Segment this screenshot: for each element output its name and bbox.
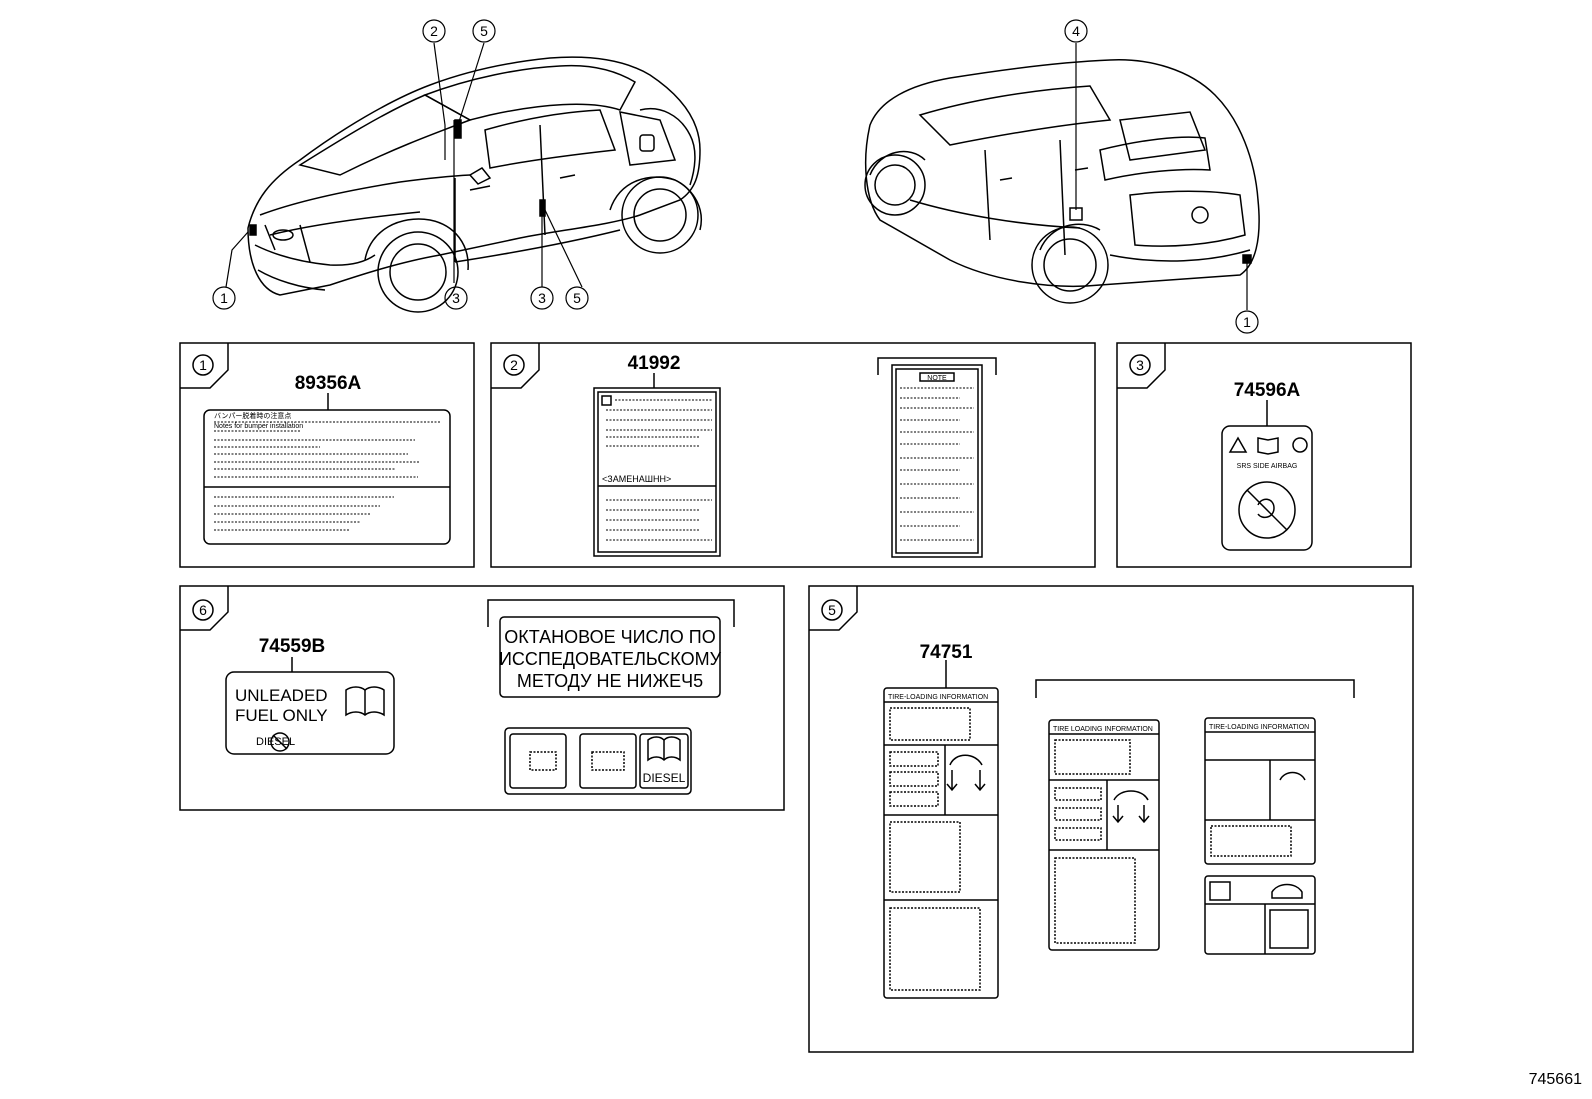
callout-circle <box>444 286 468 310</box>
panel-callout: 5 <box>828 602 836 618</box>
panel-callout: 1 <box>199 357 207 373</box>
label-zamena: <ЗАМЕНАШНН> <box>602 474 671 484</box>
panel-text: 1 2 3 6 5 89356A 41992 74596A 74559B 747… <box>199 353 1309 785</box>
callout-circle <box>472 19 496 43</box>
rear-leaders <box>1075 43 1248 310</box>
callout-circle <box>422 19 446 43</box>
callout-number: 3 <box>452 290 460 306</box>
callout-number: 2 <box>430 23 438 39</box>
callout-circle <box>565 286 589 310</box>
panel-2 <box>490 342 1096 568</box>
callout-number: 5 <box>480 23 488 39</box>
label-tire-c: TIRE-LOADING INFORMATION <box>1209 724 1309 731</box>
callout-circle <box>1235 310 1259 334</box>
callout-number: 1 <box>1243 314 1251 330</box>
callout-number: 4 <box>1072 23 1080 39</box>
label-fuel-only: FUEL ONLY <box>235 706 328 725</box>
rus-line-1: ОКТАНОВОЕ ЧИСЛО ПО <box>504 627 715 647</box>
part-number: 74596A <box>1234 380 1301 401</box>
label-srs: SRS SIDE AIRBAG <box>1237 463 1298 470</box>
label-diesel: DIESEL <box>643 771 686 785</box>
callout-number: 5 <box>573 290 581 306</box>
label-tire-b: TIRE LOADING INFORMATION <box>1053 726 1153 733</box>
panel-3 <box>1116 342 1412 568</box>
front-car-illustration <box>247 56 702 313</box>
rus-line-3: МЕТОДУ НЕ НИЖЕЧ5 <box>517 671 703 691</box>
panel-6 <box>179 585 785 811</box>
label-diesel-small: DIESEL <box>256 736 295 748</box>
rus-line-2: ИССПЕДОВАТЕЛЬСКОМУ <box>499 649 722 669</box>
diagram-code: 745661 <box>1528 1071 1582 1088</box>
callout-circle <box>212 286 236 310</box>
front-leaders <box>225 42 583 288</box>
panel-1 <box>179 342 475 568</box>
part-number: 74751 <box>920 642 973 663</box>
part-number: 74559B <box>259 636 326 657</box>
callout-number: 3 <box>538 290 546 306</box>
label-tire-a: TIRE-LOADING INFORMATION <box>888 694 988 701</box>
label-note: NOTE <box>927 375 947 382</box>
callout-number: 1 <box>220 290 228 306</box>
callout-circle <box>530 286 554 310</box>
rear-car-illustration <box>864 59 1260 304</box>
panel-callout: 3 <box>1136 357 1144 373</box>
label-unleaded: UNLEADED <box>235 686 328 705</box>
panel-callout: 6 <box>199 602 207 618</box>
label-title-jp: バンパー脱着時の注意点 <box>214 411 291 420</box>
top-callouts <box>212 19 1259 334</box>
panel-5 <box>808 585 1414 1053</box>
part-number: 89356A <box>295 373 362 394</box>
panel-callout: 2 <box>510 357 518 373</box>
label-title-en: Notes for bumper installation <box>214 423 303 430</box>
part-number: 41992 <box>628 353 681 374</box>
top-callout-numbers: 2 5 1 3 3 5 4 1 <box>220 23 1251 330</box>
callout-circle <box>1064 19 1088 43</box>
